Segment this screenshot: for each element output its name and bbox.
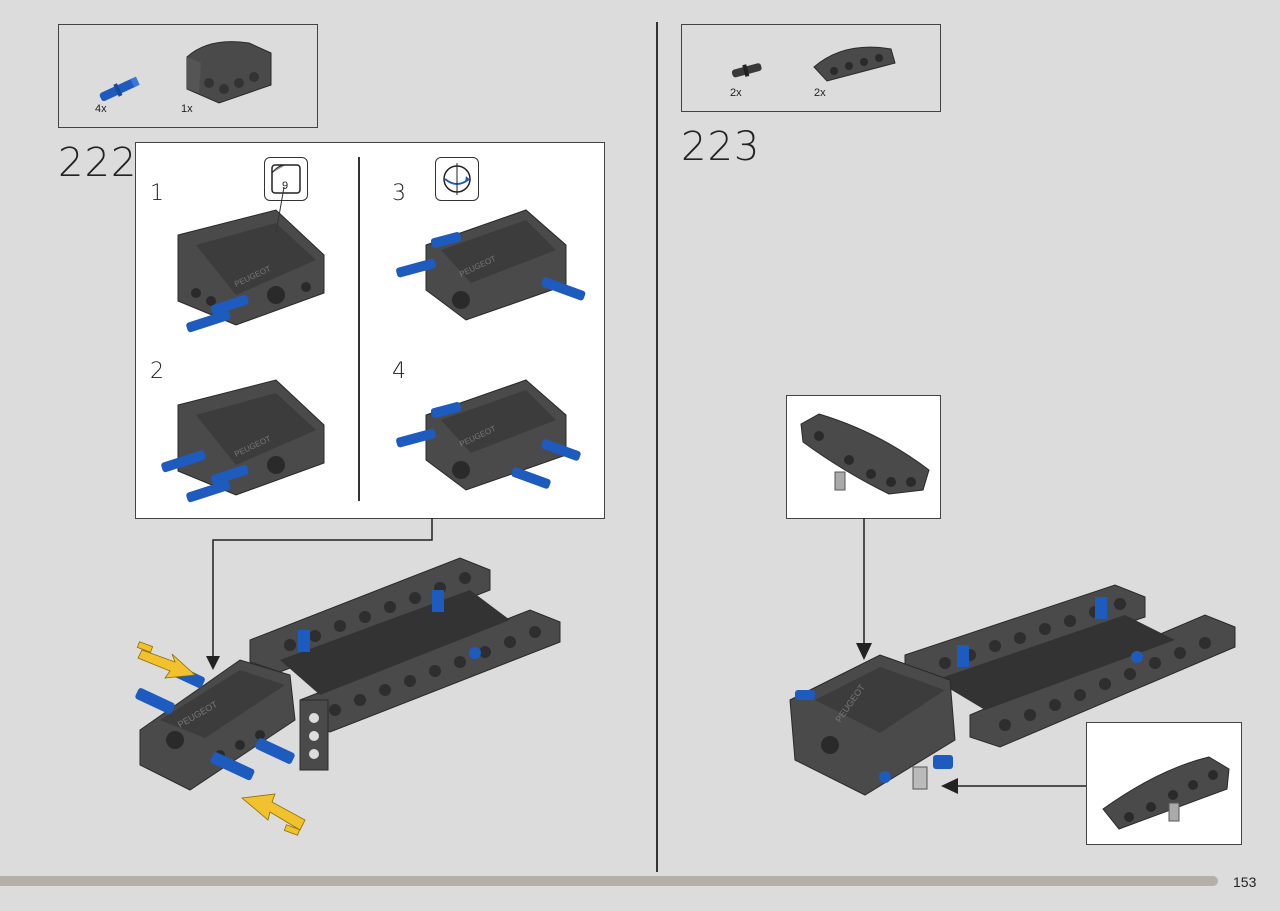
subassembly-1: PEUGEOT (177, 186, 325, 333)
substep-number: 4 (392, 359, 406, 384)
subassembly-3: PEUGEOT (396, 209, 586, 321)
dark-panel-icon (186, 41, 272, 104)
substep-number: 2 (150, 359, 164, 384)
beam-callout-bottom (1086, 722, 1242, 845)
blue-pin-icon (99, 76, 140, 102)
parts-callout-222: 4x 1x (58, 24, 318, 128)
qty-label: 2x (730, 87, 742, 99)
step-number-222: 222 (58, 140, 138, 186)
progress-bar (0, 876, 1218, 886)
page-number: 153 (1233, 874, 1257, 890)
black-pin-icon (731, 63, 762, 78)
callout-arrow-bottom (941, 778, 1086, 794)
substep-divider (358, 157, 360, 501)
main-assembly-222: PEUGEOT (135, 557, 561, 836)
sticker-number: 9 (282, 180, 288, 192)
yellow-arrow-icon (136, 641, 306, 836)
qty-label: 4x (95, 103, 107, 115)
substep-box: 1 2 3 4 9 PEUGEOT PEUGEOT (135, 142, 605, 519)
substep-number: 3 (392, 181, 406, 206)
substep-number: 1 (150, 181, 164, 206)
rotate-icon (435, 157, 479, 201)
connector-arrow (206, 518, 433, 670)
sticker-icon: 9 (264, 157, 308, 201)
qty-label: 2x (814, 87, 826, 99)
subassembly-4: PEUGEOT (396, 379, 581, 491)
subassembly-2: PEUGEOT (161, 379, 325, 503)
main-assembly-223: PEUGEOT (789, 584, 1236, 796)
callout-arrow-top (856, 518, 872, 660)
qty-label: 1x (181, 103, 193, 115)
page-divider (656, 22, 658, 872)
step-number-223: 223 (681, 124, 761, 170)
beam-callout-top (786, 395, 941, 519)
parts-callout-223: 2x 2x (681, 24, 941, 112)
dark-beam-icon (813, 46, 896, 82)
